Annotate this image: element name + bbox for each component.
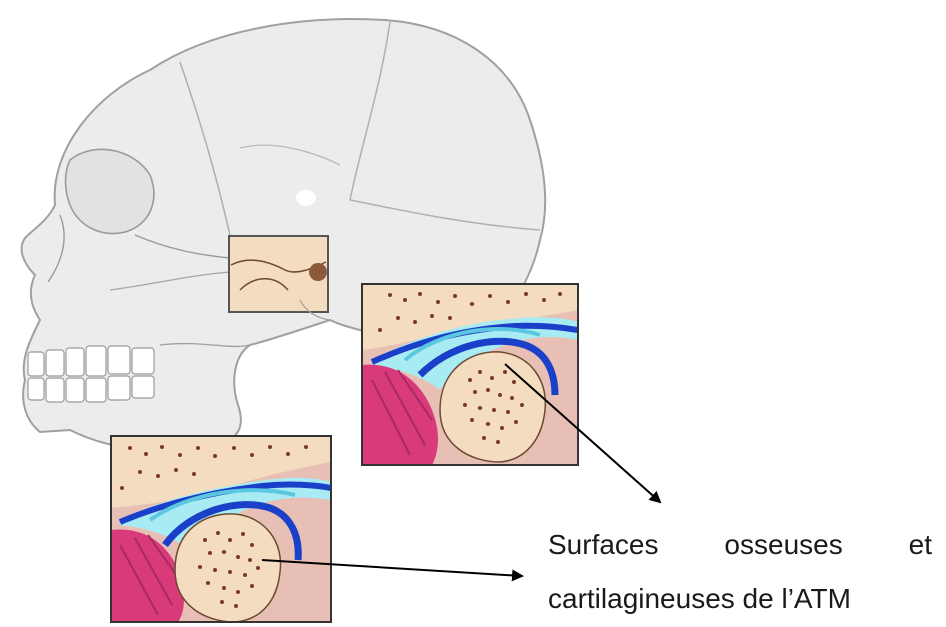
- caption-word-osseuses: osseuses: [724, 528, 842, 562]
- caption-word-et: et: [909, 528, 932, 562]
- tmj-detail-open: [111, 436, 331, 622]
- caption-line-2: cartilagineuses de l’ATM: [548, 582, 932, 616]
- tmj-zoom-box: [229, 236, 330, 320]
- tmj-detail-closed: [362, 284, 578, 465]
- caption-line-1: Surfaces osseuses et: [548, 528, 932, 562]
- caption-word-surfaces: Surfaces: [548, 528, 659, 562]
